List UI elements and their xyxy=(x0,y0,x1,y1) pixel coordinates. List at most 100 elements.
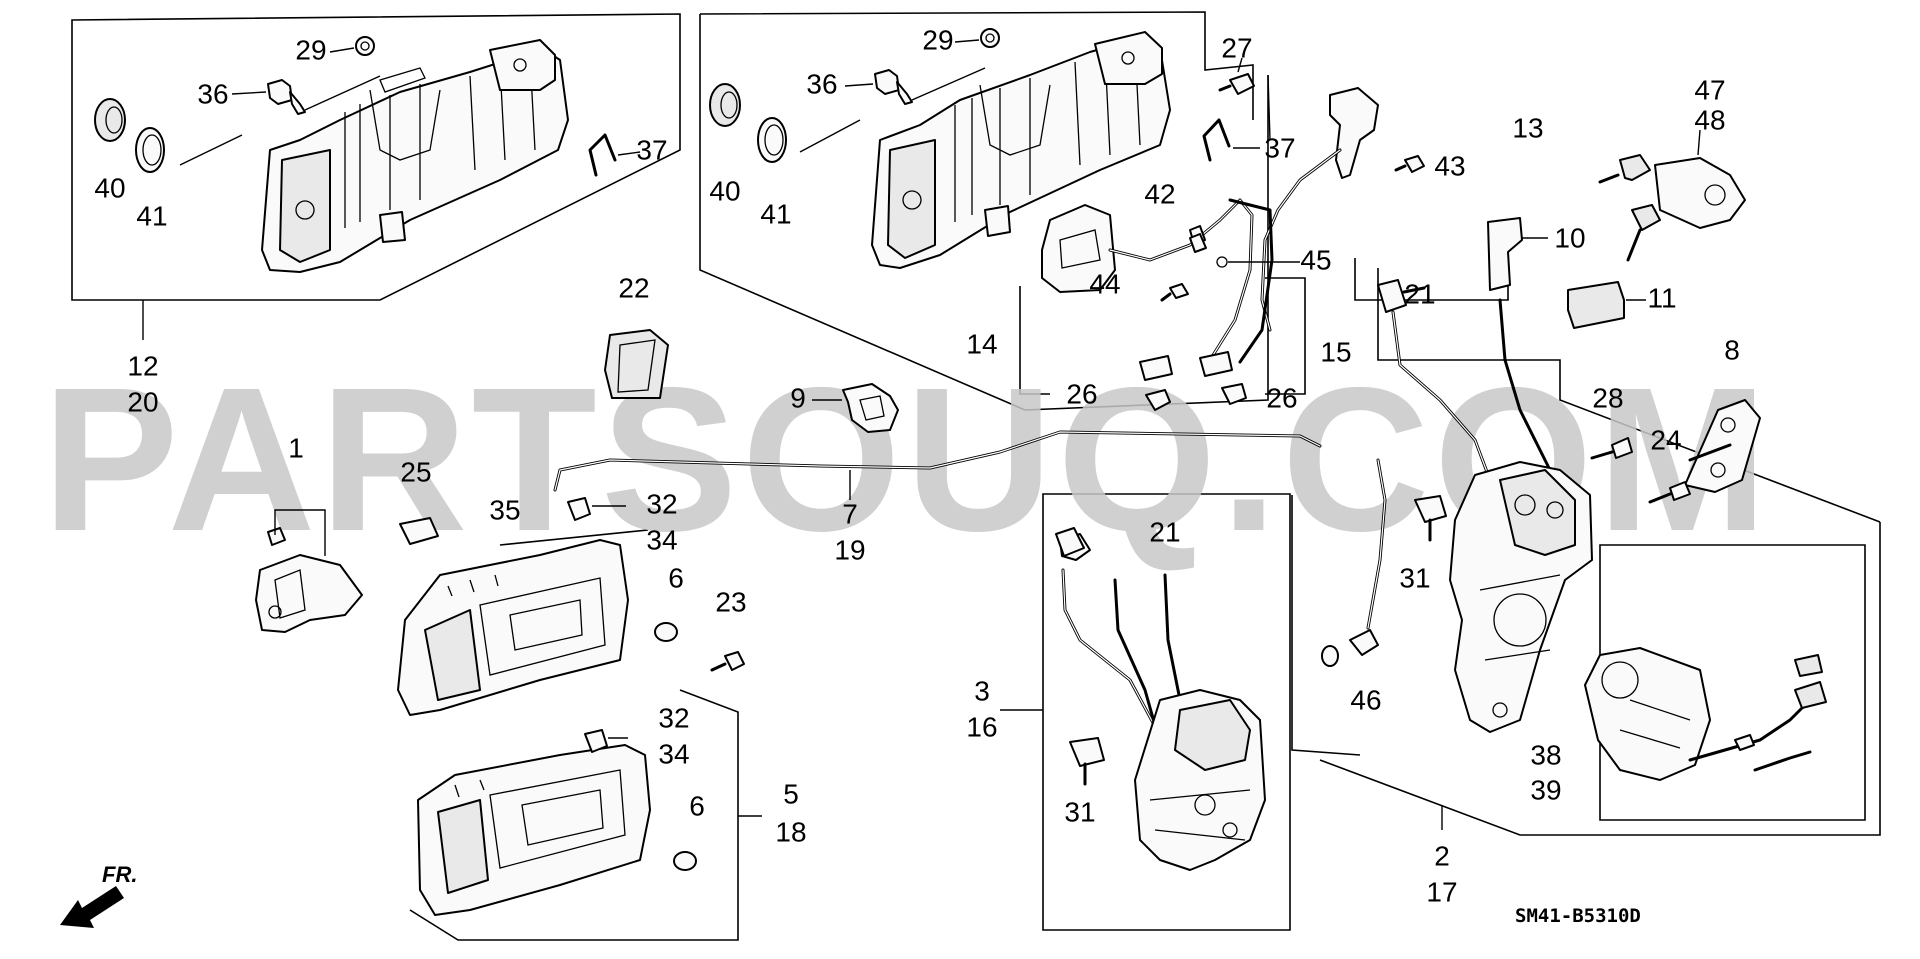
part-6-upper-cap xyxy=(654,622,678,642)
label-34-upper: 34 xyxy=(646,524,677,555)
label-6-upper: 6 xyxy=(668,562,684,593)
part-38-39-actuator xyxy=(1584,647,1827,781)
label-16: 16 xyxy=(966,711,997,742)
diagram-code: SM41-B5310D xyxy=(1515,905,1641,927)
label-43: 43 xyxy=(1434,150,1465,181)
label-41-right: 41 xyxy=(760,198,791,229)
part-10-bracket xyxy=(1487,217,1548,291)
label-2: 2 xyxy=(1434,840,1450,871)
label-7: 7 xyxy=(842,498,858,529)
label-3: 3 xyxy=(974,675,990,706)
label-47: 47 xyxy=(1694,74,1725,105)
frame-15-bracket xyxy=(1265,277,1306,395)
label-26: 26 xyxy=(1066,378,1097,409)
part-37-right-spring xyxy=(1202,118,1260,162)
label-29: 29 xyxy=(295,34,326,65)
part-27-bolt xyxy=(1218,57,1255,95)
part-41-left-ring xyxy=(135,127,243,173)
part-44-screw xyxy=(1160,283,1189,302)
part-36-right-switch xyxy=(844,67,986,105)
label-35: 35 xyxy=(489,494,520,525)
actuator-frame xyxy=(1599,544,1866,821)
part-23-screw xyxy=(710,651,745,672)
label-25: 25 xyxy=(400,456,431,487)
part-9-rod-guide xyxy=(812,383,899,433)
part-40-right-ring xyxy=(709,83,741,127)
part-47-48-key-cylinder xyxy=(1598,129,1746,262)
label-1: 1 xyxy=(288,432,304,463)
frame-13-bracket xyxy=(1024,75,1269,411)
part-3-16-door-lock xyxy=(1059,533,1266,871)
label-10: 10 xyxy=(1554,222,1585,253)
part-31-front-clip xyxy=(1069,737,1105,786)
label-37: 37 xyxy=(636,134,667,165)
label-13: 13 xyxy=(1512,112,1543,143)
label-15: 15 xyxy=(1320,336,1351,367)
inner-handle-frame-5 xyxy=(409,689,739,941)
label-11: 11 xyxy=(1647,282,1676,313)
front-direction-label: FR. xyxy=(102,862,137,887)
label-21-lower: 21 xyxy=(1149,516,1180,547)
label-23: 23 xyxy=(715,586,746,617)
part-5-18-inner-handle xyxy=(417,744,651,916)
part-29-right-clip xyxy=(954,28,1000,48)
part-number-labels: 29 36 37 40 41 12 20 29 36 40 41 27 37 1… xyxy=(94,24,1739,907)
label-37-right: 37 xyxy=(1264,132,1295,163)
part-31-rear-clip xyxy=(1414,495,1447,542)
part-28-screw xyxy=(1590,437,1633,460)
part-1-bracket xyxy=(255,509,363,633)
part-21-lower-knob xyxy=(1055,527,1085,557)
inner-handle-frame-35 xyxy=(499,529,649,546)
label-34-lower: 34 xyxy=(658,738,689,769)
part-43-screw xyxy=(1394,155,1425,173)
label-45: 45 xyxy=(1300,244,1331,275)
outer-door-handle-left xyxy=(261,39,569,273)
label-8: 8 xyxy=(1724,334,1740,365)
part-22-bumper xyxy=(604,329,669,399)
label-32-upper: 32 xyxy=(646,488,677,519)
outer-handle-left-frame xyxy=(71,13,681,301)
label-19: 19 xyxy=(834,534,865,565)
label-31-rear: 31 xyxy=(1399,562,1430,593)
part-8-striker xyxy=(1684,399,1761,493)
part-6-lower-cap xyxy=(673,851,697,871)
part-25-clip xyxy=(399,517,439,545)
label-31-front: 31 xyxy=(1064,796,1095,827)
label-6-lower: 6 xyxy=(689,790,705,821)
label-24: 24 xyxy=(1650,424,1681,455)
part-41-right-ring xyxy=(757,117,861,163)
label-21-upper: 21 xyxy=(1404,278,1435,309)
part-42-clip xyxy=(1189,233,1207,253)
part-11-pad xyxy=(1567,281,1646,329)
label-17: 17 xyxy=(1426,876,1457,907)
label-36-right: 36 xyxy=(806,68,837,99)
label-32-lower: 32 xyxy=(658,702,689,733)
label-40: 40 xyxy=(94,172,125,203)
part-37-left-spring xyxy=(588,133,641,177)
label-20: 20 xyxy=(127,386,158,417)
label-42: 42 xyxy=(1144,178,1175,209)
part-24-screw xyxy=(1648,481,1691,504)
label-48: 48 xyxy=(1694,104,1725,135)
part-21-upper-knob xyxy=(1377,279,1426,313)
label-40-right: 40 xyxy=(709,175,740,206)
label-28: 28 xyxy=(1592,382,1623,413)
part-32-34-lower-clip xyxy=(584,729,628,753)
lock-frame-3 xyxy=(1042,493,1291,931)
frame-14-bracket xyxy=(1019,286,1050,395)
part-2-17-door-lock xyxy=(1391,298,1593,733)
label-41: 41 xyxy=(136,200,167,231)
part-14-switch-cover xyxy=(1041,204,1116,293)
part-32-34-upper-clip xyxy=(567,497,626,521)
part-29-left-clip xyxy=(329,36,375,56)
part-36-left-switch xyxy=(231,75,381,115)
part-35-inner-handle xyxy=(397,539,629,716)
label-9: 9 xyxy=(790,382,806,413)
lock-frame-rear xyxy=(1319,268,1881,836)
label-44: 44 xyxy=(1089,268,1120,299)
part-26-clips xyxy=(1145,383,1247,411)
label-18: 18 xyxy=(775,816,806,847)
part-46-rod-clip xyxy=(1321,458,1387,667)
part-7-19-lock-rod xyxy=(553,430,1322,500)
